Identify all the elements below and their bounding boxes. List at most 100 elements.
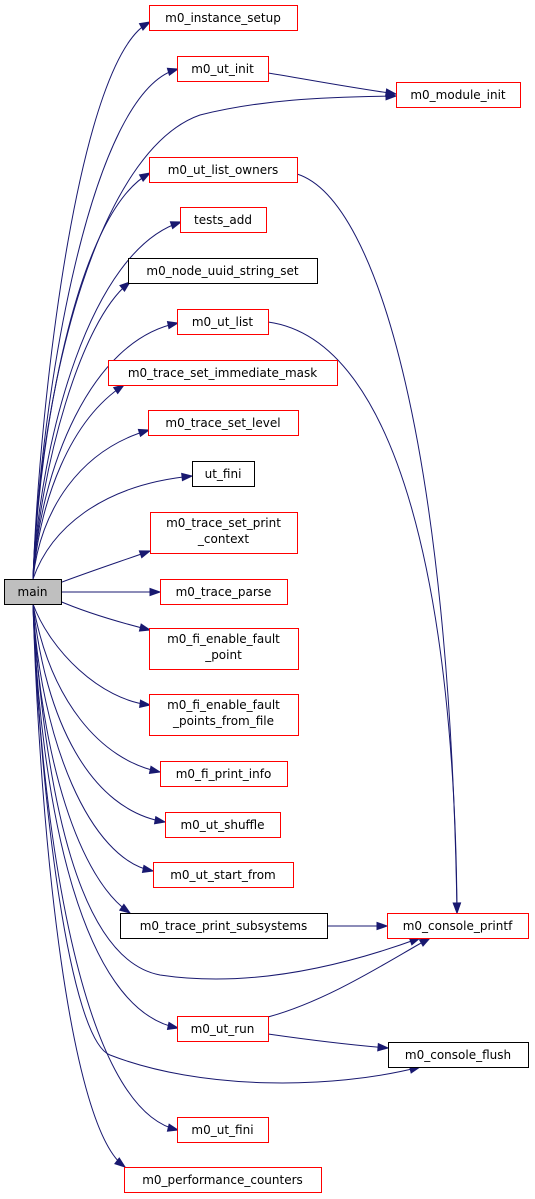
edge-m0-ut-list-owners-to-m0-console-printf-line [296, 173, 458, 914]
node-label-line: m0_fi_enable_fault [167, 698, 280, 712]
node-box [128, 258, 318, 284]
node-box [177, 1117, 269, 1143]
edge-m0-ut-init-to-m0-module-init-arrowhead [384, 88, 398, 97]
edge-main-to-m0-ut-list-owners [32, 172, 152, 580]
edge-main-to-m0-trace-set-print-context-arrowhead [138, 550, 152, 559]
node-box [153, 862, 294, 888]
edge-m0-ut-run-to-m0-console-flush-arrowhead [377, 1042, 390, 1052]
edge-main-to-m0-trace-print-subsystems [32, 603, 132, 914]
node-box [177, 1016, 269, 1042]
node-m0-ut-shuffle[interactable]: m0_ut_shuffle [165, 812, 281, 838]
edge-main-to-m0-ut-start-from [32, 603, 155, 874]
node-box [177, 309, 269, 335]
node-label: m0_trace_set_level [165, 416, 280, 430]
node-m0-ut-run[interactable]: m0_ut_run [177, 1016, 269, 1042]
edge-m0-ut-list-to-m0-console-printf-arrowhead [452, 902, 462, 915]
node-label: m0_trace_set_immediate_mask [128, 366, 317, 380]
node-box [396, 82, 521, 108]
node-m0-trace-set-immediate-mask[interactable]: m0_trace_set_immediate_mask [108, 360, 338, 386]
edge-m0-ut-list-to-m0-console-printf [267, 321, 462, 915]
node-box [148, 410, 299, 436]
call-edges [32, 21, 462, 1168]
node-box [177, 56, 269, 82]
edge-main-to-ut-fini-arrowhead [181, 472, 194, 482]
edge-main-to-m0-console-printf [32, 603, 422, 980]
edge-main-to-m0-trace-set-immediate-mask-line [32, 384, 125, 580]
node-main[interactable]: main [4, 579, 62, 605]
node-box [388, 1042, 529, 1068]
edge-main-to-m0-instance-setup-line [32, 21, 151, 580]
node-label: m0_ut_list_owners [168, 163, 279, 177]
node-m0-trace-set-level[interactable]: m0_trace_set_level [148, 410, 299, 436]
node-m0-node-uuid-string-set[interactable]: m0_node_uuid_string_set [128, 258, 318, 284]
edge-main-to-m0-ut-init-arrowhead [166, 67, 180, 77]
edge-main-to-ut-fini-line [32, 475, 193, 580]
node-ut-fini[interactable]: ut_fini [192, 461, 255, 487]
node-box [387, 913, 529, 939]
node-box [149, 157, 298, 183]
node-box [120, 913, 328, 939]
node-m0-trace-set-print-context[interactable]: m0_trace_set_print_context [150, 512, 298, 554]
edge-main-to-tests-add-arrowhead [169, 221, 183, 230]
edge-main-to-m0-ut-shuffle [32, 603, 167, 825]
node-m0-console-flush[interactable]: m0_console_flush [388, 1042, 529, 1068]
edge-main-to-m0-fi-enable-fault-points-from-file-arrowhead [139, 699, 152, 708]
node-m0-ut-list[interactable]: m0_ut_list [177, 309, 269, 335]
node-box [124, 1167, 322, 1193]
node-m0-ut-start-from[interactable]: m0_ut_start_from [153, 862, 294, 888]
node-label: m0_node_uuid_string_set [146, 264, 299, 278]
edge-m0-ut-run-to-m0-console-flush-line [267, 1033, 389, 1049]
edge-main-to-m0-ut-start-from-line [32, 603, 154, 872]
node-m0-ut-list-owners[interactable]: m0_ut_list_owners [149, 157, 298, 183]
edge-main-to-m0-ut-start-from-arrowhead [141, 864, 155, 874]
edge-main-to-m0-ut-list [32, 320, 180, 580]
node-label: ut_fini [205, 467, 242, 481]
node-box [149, 628, 299, 670]
edge-main-to-m0-performance-counters-arrowhead [114, 1157, 127, 1168]
edge-main-to-m0-trace-set-level-line [32, 429, 150, 580]
node-box [160, 579, 288, 605]
node-label: m0_console_flush [405, 1048, 511, 1062]
edge-main-to-m0-fi-enable-fault-points-from-file-line [32, 603, 151, 706]
edge-main-to-m0-trace-set-immediate-mask-arrowhead [112, 384, 126, 395]
node-box [149, 5, 298, 31]
edge-m0-ut-list-owners-to-m0-console-printf [296, 173, 462, 915]
node-label: main [18, 585, 48, 599]
node-label-line: m0_fi_enable_fault [167, 632, 280, 646]
node-m0-fi-enable-fault-point[interactable]: m0_fi_enable_fault_point [149, 628, 299, 670]
node-m0-trace-print-subsystems[interactable]: m0_trace_print_subsystems [120, 913, 328, 939]
node-m0-console-printf[interactable]: m0_console_printf [387, 913, 529, 939]
edge-main-to-m0-ut-list-owners-arrowhead [138, 172, 152, 182]
edge-main-to-m0-ut-shuffle-arrowhead [153, 815, 167, 825]
edge-main-to-m0-trace-print-subsystems-line [32, 603, 131, 914]
edge-m0-ut-init-to-m0-module-init [267, 72, 398, 97]
node-m0-ut-init[interactable]: m0_ut_init [177, 56, 269, 82]
edge-main-to-m0-node-uuid-string-set-arrowhead [119, 281, 132, 292]
edge-main-to-m0-trace-set-immediate-mask [32, 384, 126, 580]
edge-main-to-m0-console-flush-line [32, 603, 421, 1084]
node-label: m0_ut_start_from [170, 868, 276, 882]
edge-main-to-m0-instance-setup-arrowhead [138, 21, 152, 31]
edge-m0-ut-run-to-m0-console-printf-line [267, 937, 431, 1018]
edge-main-to-m0-ut-list-owners-line [32, 172, 151, 580]
edge-m0-ut-init-to-m0-module-init-line [267, 72, 397, 95]
node-m0-performance-counters[interactable]: m0_performance_counters [124, 1167, 322, 1193]
edge-main-to-tests-add-line [32, 221, 182, 580]
edge-main-to-m0-fi-print-info-line [32, 603, 161, 773]
node-label: m0_ut_run [191, 1022, 255, 1036]
edge-main-to-m0-console-printf-line [32, 603, 421, 980]
edge-main-to-m0-fi-print-info-arrowhead [148, 765, 162, 774]
edge-main-to-ut-fini [32, 472, 194, 580]
node-m0-fi-enable-fault-points-from-file[interactable]: m0_fi_enable_fault_points_from_file [149, 694, 299, 736]
node-m0-instance-setup[interactable]: m0_instance_setup [149, 5, 298, 31]
edge-main-to-m0-console-printf-arrowhead [408, 937, 422, 946]
edge-m0-trace-print-subsystems-to-m0-console-printf [327, 921, 389, 931]
node-m0-fi-print-info[interactable]: m0_fi_print_info [160, 761, 288, 787]
node-tests-add[interactable]: tests_add [180, 207, 267, 233]
node-m0-trace-parse[interactable]: m0_trace_parse [160, 579, 288, 605]
node-m0-module-init[interactable]: m0_module_init [396, 82, 521, 108]
node-label: m0_trace_parse [176, 585, 272, 599]
edge-main-to-m0-instance-setup [32, 21, 152, 580]
node-m0-ut-fini[interactable]: m0_ut_fini [177, 1117, 269, 1143]
